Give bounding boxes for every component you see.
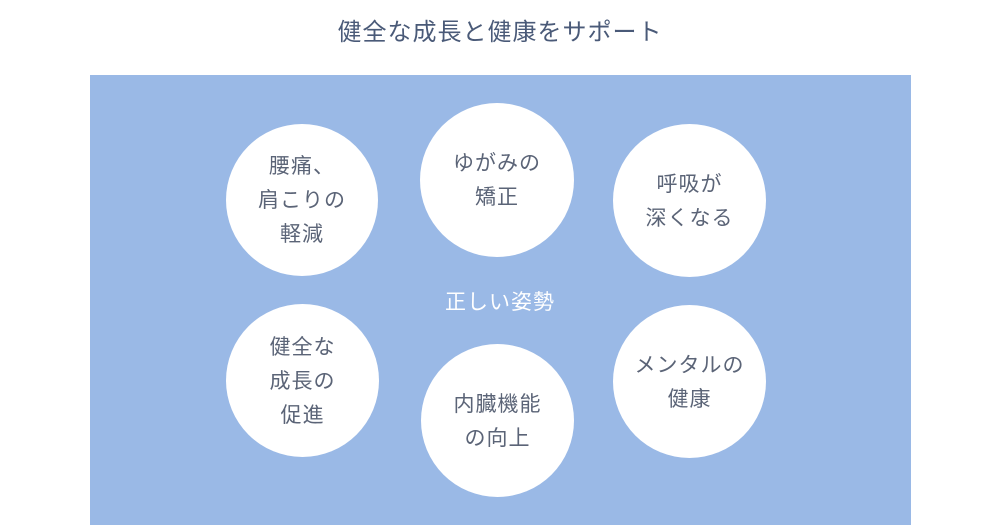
benefit-circle-breathing: 呼吸が 深くなる bbox=[613, 124, 766, 277]
benefit-circle-mental: メンタルの 健康 bbox=[613, 305, 766, 458]
benefit-text: メンタルの 健康 bbox=[635, 348, 745, 416]
benefit-line: 腰痛、 bbox=[269, 154, 335, 178]
benefit-text: ゆがみの 矯正 bbox=[453, 146, 541, 214]
benefit-text: 腰痛、 肩こりの 軽減 bbox=[258, 149, 346, 251]
benefit-line: 呼吸が bbox=[656, 171, 723, 196]
benefit-line: 健康 bbox=[667, 386, 712, 411]
benefit-circle-distortion: ゆがみの 矯正 bbox=[420, 103, 574, 257]
benefit-line: 軽減 bbox=[280, 222, 324, 246]
center-label: 正しい姿勢 bbox=[445, 290, 555, 314]
benefit-line: 深くなる bbox=[645, 205, 734, 230]
benefit-line: 健全な bbox=[269, 334, 336, 359]
benefit-line: の向上 bbox=[464, 425, 531, 450]
benefit-line: ゆがみの bbox=[453, 151, 541, 175]
benefit-line: 肩こりの bbox=[258, 188, 346, 212]
benefit-circle-back-pain: 腰痛、 肩こりの 軽減 bbox=[226, 124, 378, 276]
diagram-title: 健全な成長と健康をサポート bbox=[337, 18, 663, 46]
benefit-circle-growth: 健全な 成長の 促進 bbox=[226, 304, 379, 457]
benefit-text: 内臓機能 の向上 bbox=[454, 387, 542, 455]
benefit-line: メンタルの bbox=[634, 352, 745, 377]
benefit-circle-organs: 内臓機能 の向上 bbox=[421, 344, 574, 497]
benefit-text: 健全な 成長の 促進 bbox=[270, 330, 336, 432]
benefit-line: 促進 bbox=[280, 402, 325, 427]
benefit-line: 成長の bbox=[269, 368, 336, 393]
benefit-line: 矯正 bbox=[475, 185, 519, 209]
benefit-text: 呼吸が 深くなる bbox=[646, 167, 734, 235]
benefit-line: 内臓機能 bbox=[453, 391, 542, 416]
